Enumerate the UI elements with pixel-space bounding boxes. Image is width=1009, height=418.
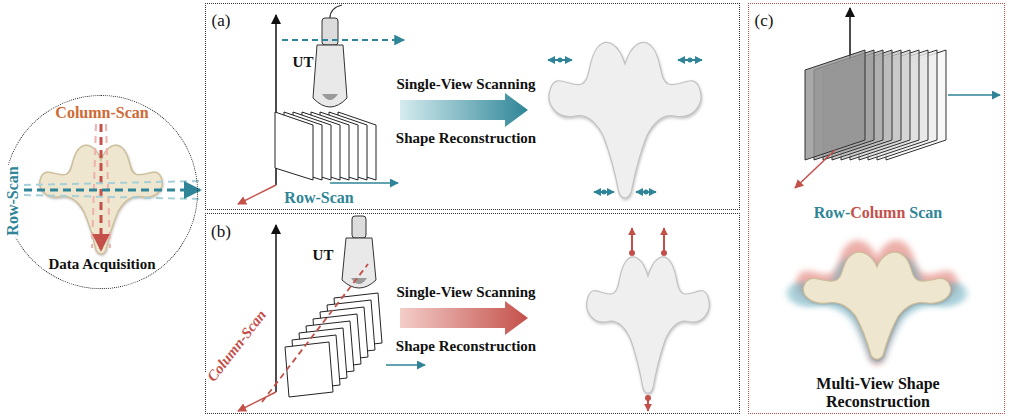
panel-label: (c) bbox=[755, 11, 774, 31]
scan-title: Row-ColumnScan bbox=[814, 204, 942, 222]
probe-label: UT bbox=[293, 54, 314, 71]
caption-label: Data Acquisition bbox=[48, 256, 155, 273]
probe-label: UT bbox=[313, 247, 334, 264]
panel-label: (a) bbox=[212, 11, 231, 31]
panel-label: (b) bbox=[211, 222, 231, 242]
caption-label: Multi-View Shape Reconstruction bbox=[788, 375, 968, 412]
step-label: Shape Reconstruction bbox=[396, 130, 536, 147]
scan-label: Column bbox=[850, 204, 905, 221]
step-label: Single-View Scanning bbox=[396, 284, 535, 301]
scan-label: Row-Scan bbox=[284, 189, 353, 207]
scan-label: Row-Scan bbox=[4, 164, 22, 237]
panel-box: (a) UT Row-Scan Single-View ScanningShape R… bbox=[205, 3, 740, 210]
acquisition-circle: Column-ScanRow-ScanData Acquisition bbox=[4, 95, 198, 289]
step-label: Shape Reconstruction bbox=[396, 338, 536, 355]
scan-label: Scan bbox=[909, 204, 942, 221]
scan-label: Row- bbox=[814, 204, 850, 221]
scan-label: Column-Scan bbox=[203, 305, 272, 386]
step-label: Single-View Scanning bbox=[396, 76, 535, 93]
scan-label: Column-Scan bbox=[55, 104, 148, 122]
panel-box: (c) Multi-View Shape Reconstruction Row-Co… bbox=[748, 3, 1005, 414]
panel-box: (b) UT Column-Scan Single-View ScanningShap… bbox=[205, 213, 740, 414]
